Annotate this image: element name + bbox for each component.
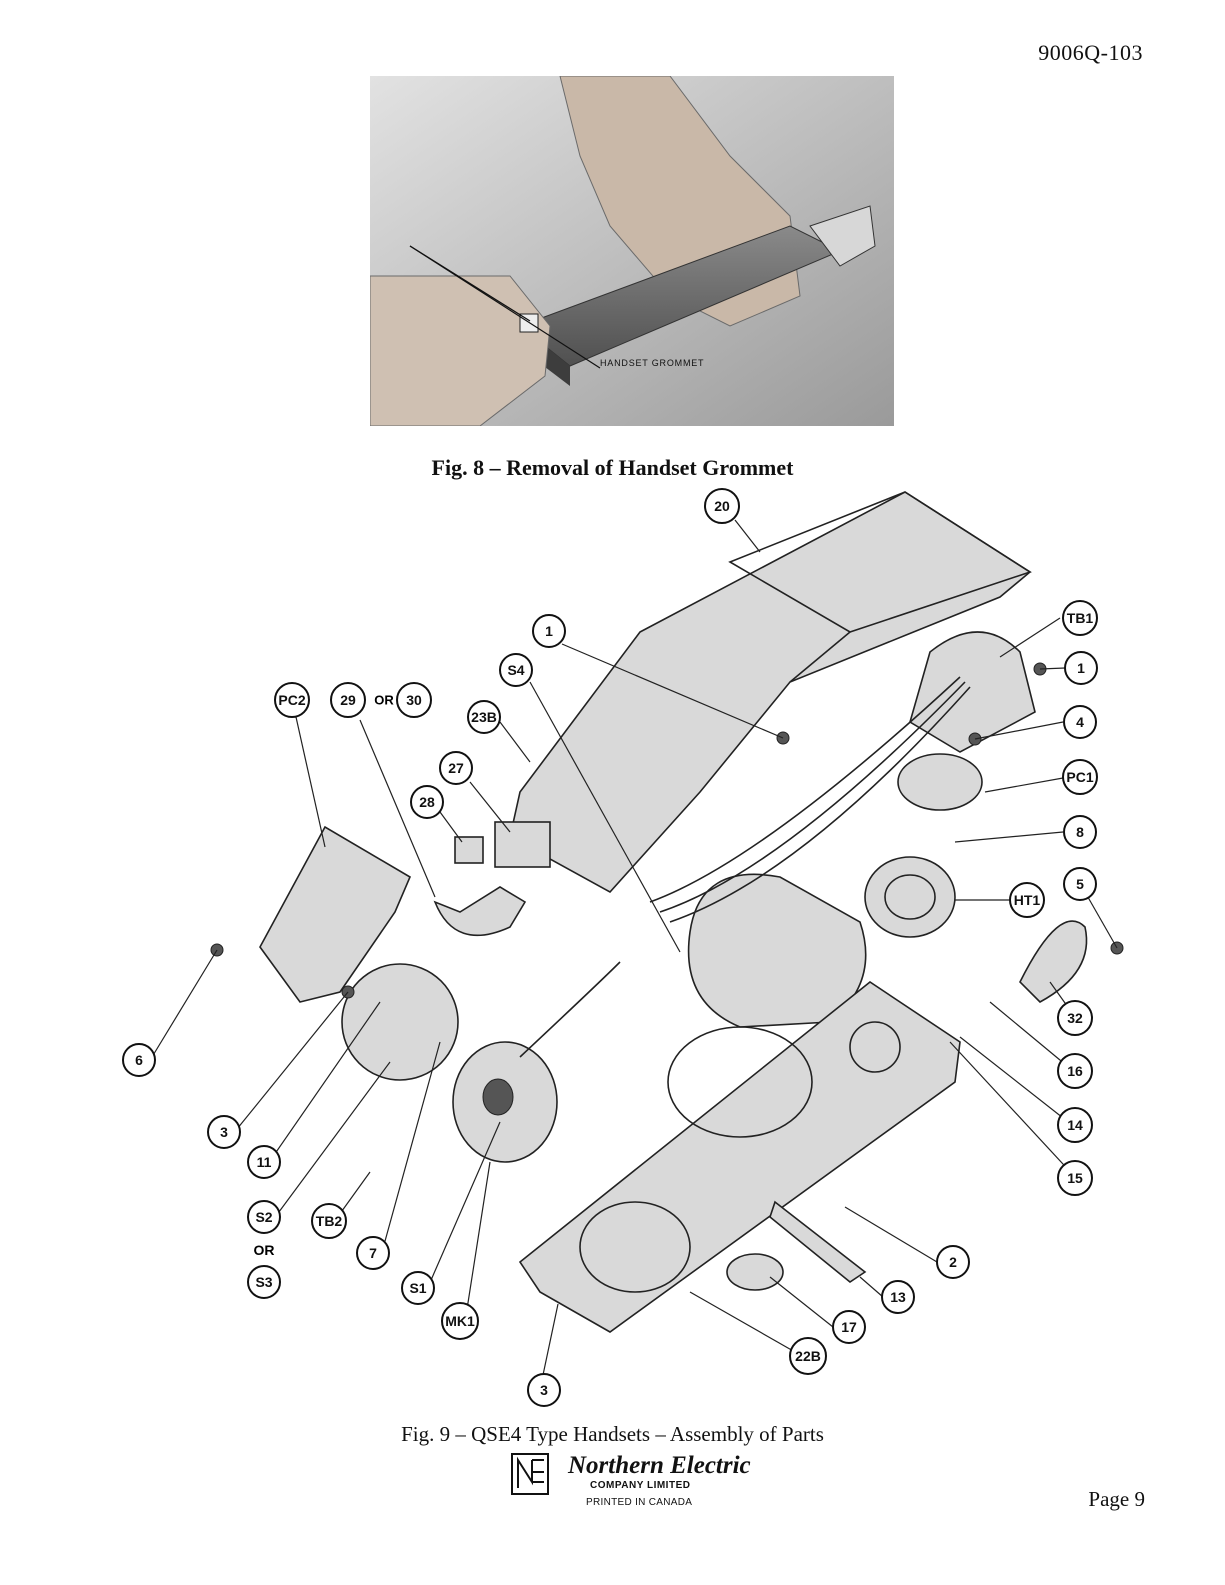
svg-text:27: 27 xyxy=(448,760,464,776)
callout-tb1: TB1 xyxy=(1063,601,1097,635)
svg-text:16: 16 xyxy=(1067,1063,1083,1079)
callout-4: 4 xyxy=(1064,706,1096,738)
company-limited: COMPANY LIMITED xyxy=(590,1480,690,1491)
svg-text:2: 2 xyxy=(949,1254,957,1270)
svg-text:23B: 23B xyxy=(471,709,497,725)
page-number: Page 9 xyxy=(1088,1487,1145,1512)
clip-32 xyxy=(1020,921,1087,1002)
block-27 xyxy=(495,822,550,867)
svg-text:3: 3 xyxy=(540,1382,548,1398)
svg-text:TB2: TB2 xyxy=(316,1213,343,1229)
callout-30: 30 xyxy=(397,683,431,717)
svg-text:S1: S1 xyxy=(409,1280,426,1296)
callout-17: 17 xyxy=(833,1311,865,1343)
svg-text:PC1: PC1 xyxy=(1066,769,1093,785)
callout-28: 28 xyxy=(411,786,443,818)
flex-cable xyxy=(435,887,525,935)
svg-text:28: 28 xyxy=(419,794,435,810)
svg-text:8: 8 xyxy=(1076,824,1084,840)
callout-or-29-30: OR xyxy=(374,693,394,708)
callout-or-s2-s3: OR xyxy=(254,1242,275,1258)
svg-text:15: 15 xyxy=(1067,1170,1083,1186)
callout-1-top: 1 xyxy=(533,615,565,647)
callout-pc1: PC1 xyxy=(1063,760,1097,794)
block-28 xyxy=(455,837,483,863)
callout-3-bottom: 3 xyxy=(528,1374,560,1406)
svg-text:MK1: MK1 xyxy=(445,1313,475,1329)
callout-14: 14 xyxy=(1058,1108,1092,1142)
callout-15: 15 xyxy=(1058,1161,1092,1195)
callout-s4: S4 xyxy=(500,654,532,686)
svg-text:S2: S2 xyxy=(255,1209,272,1225)
callout-23b: 23B xyxy=(468,701,500,733)
transmitter-mechanism xyxy=(689,874,866,1027)
pc1-board xyxy=(898,754,982,810)
svg-text:30: 30 xyxy=(406,692,422,708)
svg-text:22B: 22B xyxy=(795,1348,821,1364)
callout-22b: 22B xyxy=(790,1338,826,1374)
handset-grommet-label: HANDSET GROMMET xyxy=(600,358,704,368)
callout-2: 2 xyxy=(937,1246,969,1278)
tb2-assembly xyxy=(342,964,458,1080)
callout-1-right: 1 xyxy=(1065,652,1097,684)
callout-pc2: PC2 xyxy=(275,683,309,717)
callout-27: 27 xyxy=(440,752,472,784)
callout-s2: S2 xyxy=(248,1201,280,1233)
svg-text:17: 17 xyxy=(841,1319,857,1335)
callout-ht1: HT1 xyxy=(1010,883,1044,917)
callout-16: 16 xyxy=(1058,1054,1092,1088)
svg-text:6: 6 xyxy=(135,1052,143,1068)
svg-text:20: 20 xyxy=(714,498,730,514)
svg-text:32: 32 xyxy=(1067,1010,1083,1026)
svg-text:1: 1 xyxy=(545,623,553,639)
svg-text:S4: S4 xyxy=(507,662,524,678)
svg-text:5: 5 xyxy=(1076,876,1084,892)
callout-29: 29 xyxy=(331,683,365,717)
handset-grommet-photo: HANDSET GROMMET xyxy=(370,76,894,426)
callout-mk1: MK1 xyxy=(442,1303,478,1339)
svg-text:PC2: PC2 xyxy=(278,692,305,708)
svg-text:HT1: HT1 xyxy=(1014,892,1041,908)
svg-text:7: 7 xyxy=(369,1245,377,1261)
callout-7: 7 xyxy=(357,1237,389,1269)
fig9-caption: Fig. 9 – QSE4 Type Handsets – Assembly o… xyxy=(0,1422,1225,1447)
svg-text:S3: S3 xyxy=(255,1274,272,1290)
svg-text:13: 13 xyxy=(890,1289,906,1305)
svg-text:1: 1 xyxy=(1077,660,1085,676)
photo-illustration xyxy=(370,76,894,426)
disc-17 xyxy=(727,1254,783,1290)
svg-text:3: 3 xyxy=(220,1124,228,1140)
ht1-receiver xyxy=(865,857,955,937)
strap-13 xyxy=(770,1202,865,1282)
diagram-parts xyxy=(211,492,1123,1332)
document-number: 9006Q-103 xyxy=(1038,40,1143,66)
printed-in-canada: PRINTED IN CANADA xyxy=(586,1497,692,1508)
callout-32: 32 xyxy=(1058,1001,1092,1035)
svg-text:14: 14 xyxy=(1067,1117,1083,1133)
svg-text:4: 4 xyxy=(1076,714,1084,730)
callout-5: 5 xyxy=(1064,868,1096,900)
svg-text:TB1: TB1 xyxy=(1067,610,1094,626)
svg-text:29: 29 xyxy=(340,692,356,708)
callout-6: 6 xyxy=(123,1044,155,1076)
assembly-diagram: 20 1 S4 PC2 29 OR 30 23B 27 28 TB1 1 4 P… xyxy=(0,482,1225,1412)
callout-13: 13 xyxy=(882,1281,914,1313)
svg-text:11: 11 xyxy=(257,1154,272,1170)
callout-s1: S1 xyxy=(402,1272,434,1304)
fig8-caption: Fig. 8 – Removal of Handset Grommet xyxy=(0,455,1225,481)
callout-8: 8 xyxy=(1064,816,1096,848)
callout-20: 20 xyxy=(705,489,739,523)
callout-11: 11 xyxy=(248,1146,280,1178)
callout-tb2: TB2 xyxy=(312,1204,346,1238)
callout-3-left: 3 xyxy=(208,1116,240,1148)
brand-name: Northern Electric xyxy=(568,1452,751,1480)
callout-s3: S3 xyxy=(248,1266,280,1298)
